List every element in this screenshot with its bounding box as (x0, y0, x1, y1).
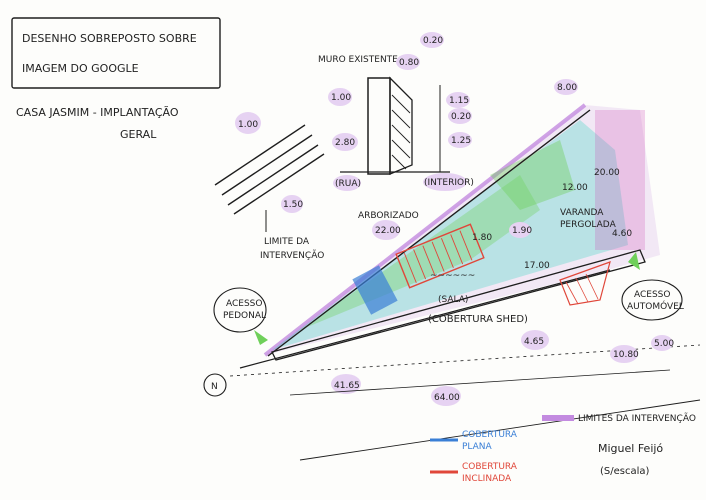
varanda-label-1: VARANDA (560, 208, 604, 218)
subtitle-line-2: GERAL (120, 128, 157, 141)
legend-plana-2: PLANA (462, 442, 493, 452)
dim-1-15: 1.15 (449, 96, 469, 106)
dim-12-00: 12.00 (562, 183, 588, 193)
dim-64-00: 64.00 (434, 393, 460, 403)
arborizado-label: ARBORIZADO (358, 211, 419, 221)
rua-label: (RUA) (335, 179, 361, 189)
dim-2-80: 2.80 (335, 138, 355, 148)
site-plan: 22.00 ARBORIZADO 1.80 1.90 17.00 12.00 2… (203, 79, 701, 461)
dim-4-65: 4.65 (524, 337, 544, 347)
vehicle-access-arrow-icon (628, 252, 640, 270)
acesso-pedonal-label-2: PEDONAL (223, 311, 266, 321)
subtitle: CASA JASMIM - IMPLANTAÇÃO GERAL (16, 106, 179, 141)
legend-inclinada-2: INCLINADA (462, 474, 512, 484)
dim-1-50: 1.50 (283, 200, 303, 210)
north-arrow-icon (203, 373, 227, 397)
dim-0-20: 0.20 (423, 36, 443, 46)
title-line-2: IMAGEM DO GOOGLE (22, 62, 139, 75)
legend-inclinada-1: COBERTURA (462, 462, 518, 472)
north-label: N (211, 382, 218, 392)
dim-0-20-b: 0.20 (451, 112, 471, 122)
wall-section-detail: MURO EXISTENTE 0.20 0.80 1.00 1.15 0.20 … (318, 32, 474, 191)
interior-label: (INTERIOR) (424, 178, 474, 188)
vegetation-marks: ~~~~~~ (430, 271, 475, 281)
signature: Miguel Feijó (S/escala) (598, 442, 663, 477)
legend-plana-1: COBERTURA (462, 430, 518, 440)
dim-1-90: 1.90 (512, 226, 532, 236)
acesso-auto-label-2: AUTOMÓVEL (627, 300, 684, 312)
dim-4-60: 4.60 (612, 229, 632, 239)
signature-name: Miguel Feijó (598, 442, 663, 455)
dim-20-00: 20.00 (594, 168, 620, 178)
dim-1-00-wall: 1.00 (331, 93, 351, 103)
pedestrian-access-arrow-icon (254, 330, 268, 345)
muro-existente-label: MURO EXISTENTE (318, 55, 398, 65)
dim-22-00: 22.00 (375, 226, 401, 236)
legend-limites: LIMITES DA INTERVENÇÃO (578, 413, 696, 424)
dim-5-00: 5.00 (654, 339, 674, 349)
acesso-pedonal-label-1: ACESSO (226, 299, 262, 309)
signature-scale: (S/escala) (600, 466, 650, 477)
subtitle-line-1: CASA JASMIM - IMPLANTAÇÃO (16, 106, 179, 119)
title-line-1: DESENHO SOBREPOSTO SOBRE (22, 32, 197, 45)
limite-label-1: LIMITE DA (264, 237, 310, 247)
left-wall-detail: 1.00 1.50 LIMITE DA INTERVENÇÃO (214, 112, 325, 261)
limite-label-2: INTERVENÇÃO (260, 250, 324, 261)
dim-8-00: 8.00 (557, 83, 577, 93)
acesso-auto-label-1: ACESSO (634, 290, 670, 300)
dim-0-80: 0.80 (399, 58, 419, 68)
varanda-label-2: PERGOLADA (560, 220, 617, 230)
cobertura-shed-label: (COBERTURA SHED) (428, 314, 528, 325)
dim-41-65: 41.65 (334, 381, 360, 391)
title-box: DESENHO SOBREPOSTO SOBRE IMAGEM DO GOOGL… (11, 17, 221, 89)
legend: COBERTURA PLANA COBERTURA INCLINADA LIMI… (430, 413, 696, 484)
dim-17-00: 17.00 (524, 261, 550, 271)
dim-1-00-left: 1.00 (238, 120, 258, 130)
dim-10-80: 10.80 (613, 350, 639, 360)
sala-label: (SALA) (438, 295, 468, 305)
dim-1-25: 1.25 (451, 136, 471, 146)
dim-1-80: 1.80 (472, 233, 492, 243)
